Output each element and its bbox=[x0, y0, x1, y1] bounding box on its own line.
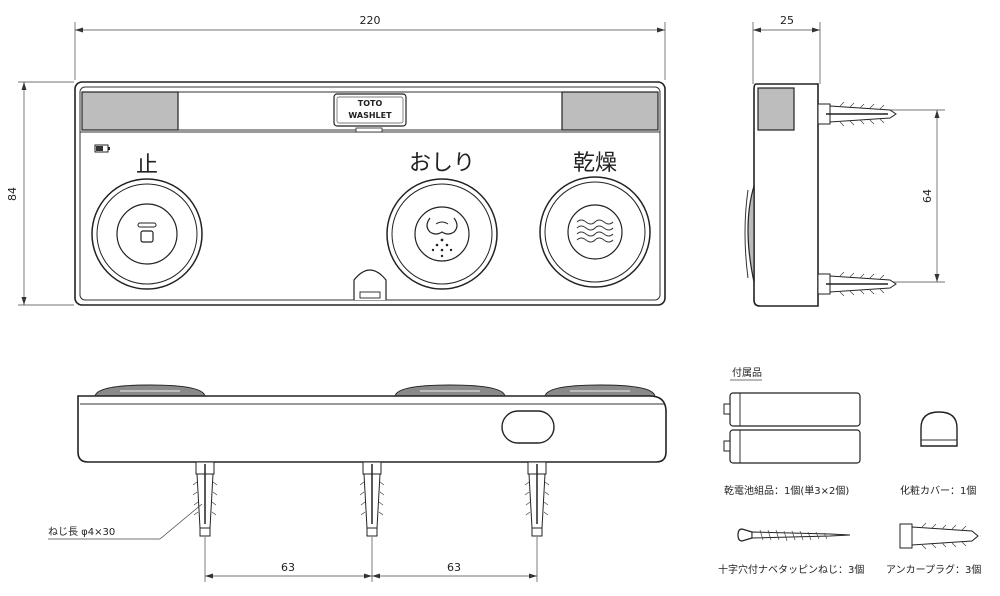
pitch-right-label: 63 bbox=[447, 561, 461, 574]
battery-indicator-icon bbox=[94, 144, 110, 153]
dryer-button[interactable] bbox=[539, 176, 651, 288]
bottom-body bbox=[77, 395, 667, 463]
side-lower-anchor bbox=[817, 271, 897, 297]
side-upper-anchor bbox=[817, 101, 897, 127]
front-width-label: 220 bbox=[360, 14, 381, 27]
battery-icon bbox=[723, 392, 861, 464]
front-view: 220 84 TOTO WASHLET bbox=[6, 14, 666, 306]
bidet-button[interactable] bbox=[386, 178, 498, 290]
front-width-dimension: 220 bbox=[74, 14, 666, 80]
top-left-pad bbox=[81, 91, 179, 131]
front-body bbox=[74, 81, 666, 306]
bottom-anchor-right bbox=[524, 461, 550, 537]
top-right-pad bbox=[561, 91, 659, 131]
stop-label: 止 bbox=[136, 153, 158, 178]
side-pitch-dimension: 64 bbox=[870, 109, 945, 283]
bidet-spray-icon bbox=[426, 217, 458, 258]
cover-cap-icon bbox=[920, 411, 958, 447]
bottom-anchor-left bbox=[192, 461, 218, 537]
cover-notch bbox=[353, 269, 387, 300]
screw-icon bbox=[737, 528, 851, 542]
screw-length-note: ねじ長 φ4×30 bbox=[48, 503, 203, 540]
battery-cover-slot bbox=[501, 410, 555, 444]
anchor-plug-icon bbox=[899, 522, 979, 550]
toto-washlet-logo: TOTO WASHLET bbox=[333, 93, 407, 133]
accessories-heading: 付属品 bbox=[732, 366, 762, 379]
bottom-view: ねじ長 φ4×30 63 63 bbox=[48, 384, 667, 582]
side-button-profile bbox=[747, 185, 755, 283]
dry-label: 乾燥 bbox=[573, 151, 617, 176]
side-depth-dimension: 25 bbox=[752, 14, 821, 84]
svg-text:TOTO: TOTO bbox=[358, 99, 383, 108]
bidet-label: おしり bbox=[409, 151, 475, 176]
anchor-plug-label: アンカープラグ：3個 bbox=[886, 563, 981, 576]
front-height-dimension: 84 bbox=[6, 81, 74, 306]
dryer-wave-icon bbox=[576, 219, 614, 243]
accessories: 付属品 乾電池組品：1個(単3×2個) 化粧カバー：1個 十字穴付ナベタッピンね… bbox=[718, 366, 981, 576]
pitch-left-label: 63 bbox=[281, 561, 295, 574]
svg-text:WASHLET: WASHLET bbox=[348, 111, 392, 120]
side-view: 25 64 bbox=[744, 14, 945, 307]
screw-label: 十字穴付ナベタッピンねじ：3個 bbox=[718, 563, 864, 576]
side-body bbox=[753, 83, 819, 307]
side-depth-label: 25 bbox=[780, 14, 794, 27]
bottom-anchor-center bbox=[359, 461, 385, 537]
svg-text:ねじ長 φ4×30: ねじ長 φ4×30 bbox=[48, 526, 115, 538]
side-pitch-label: 64 bbox=[921, 189, 934, 203]
stop-button[interactable] bbox=[91, 178, 203, 290]
battery-label: 乾電池組品：1個(単3×2個) bbox=[724, 484, 849, 497]
cover-cap-label: 化粧カバー：1個 bbox=[900, 484, 976, 497]
stop-square-icon bbox=[137, 222, 157, 243]
front-height-label: 84 bbox=[6, 187, 19, 201]
side-top-pad bbox=[757, 87, 795, 131]
screw-pitch-dimension: 63 63 bbox=[204, 537, 538, 582]
